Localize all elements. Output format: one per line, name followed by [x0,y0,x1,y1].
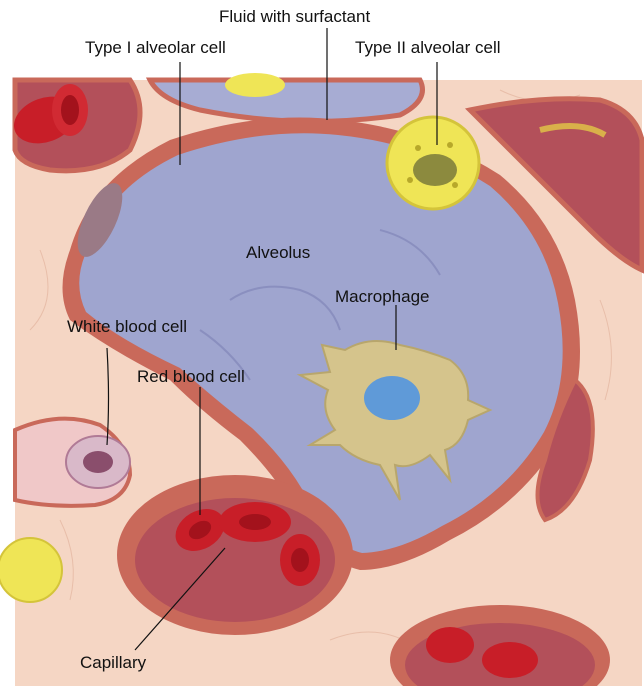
type1-cell-nucleus [77,183,123,257]
pointer-lines [106,28,438,651]
label-fluid-surfactant: Fluid with surfactant [219,7,371,26]
macrophage-nucleus [364,376,420,420]
pointer-white-blood-cell [106,347,110,446]
label-alveolus: Alveolus [246,243,311,262]
capillary-bottom-right [390,605,610,686]
pointer-capillary [134,547,226,651]
capillary-left [13,416,133,508]
capillary-top-left [12,77,143,174]
macrophage [296,340,493,501]
label-type2-alveolar-cell: Type II alveolar cell [355,38,501,57]
capillary-right-lower [535,376,595,523]
label-type1-alveolar-cell: Type I alveolar cell [85,38,226,57]
type2-alveolar-cell [385,115,481,211]
label-macrophage: Macrophage [335,287,430,306]
label-capillary: Capillary [80,653,147,672]
type2-cell-lower-left [0,537,63,603]
label-white-blood-cell: White blood cell [67,317,188,336]
label-red-blood-cell: Red blood cell [137,367,245,386]
alveolar-folds [199,229,441,381]
capillary-bottom [117,475,353,635]
capillary-right [464,96,644,274]
